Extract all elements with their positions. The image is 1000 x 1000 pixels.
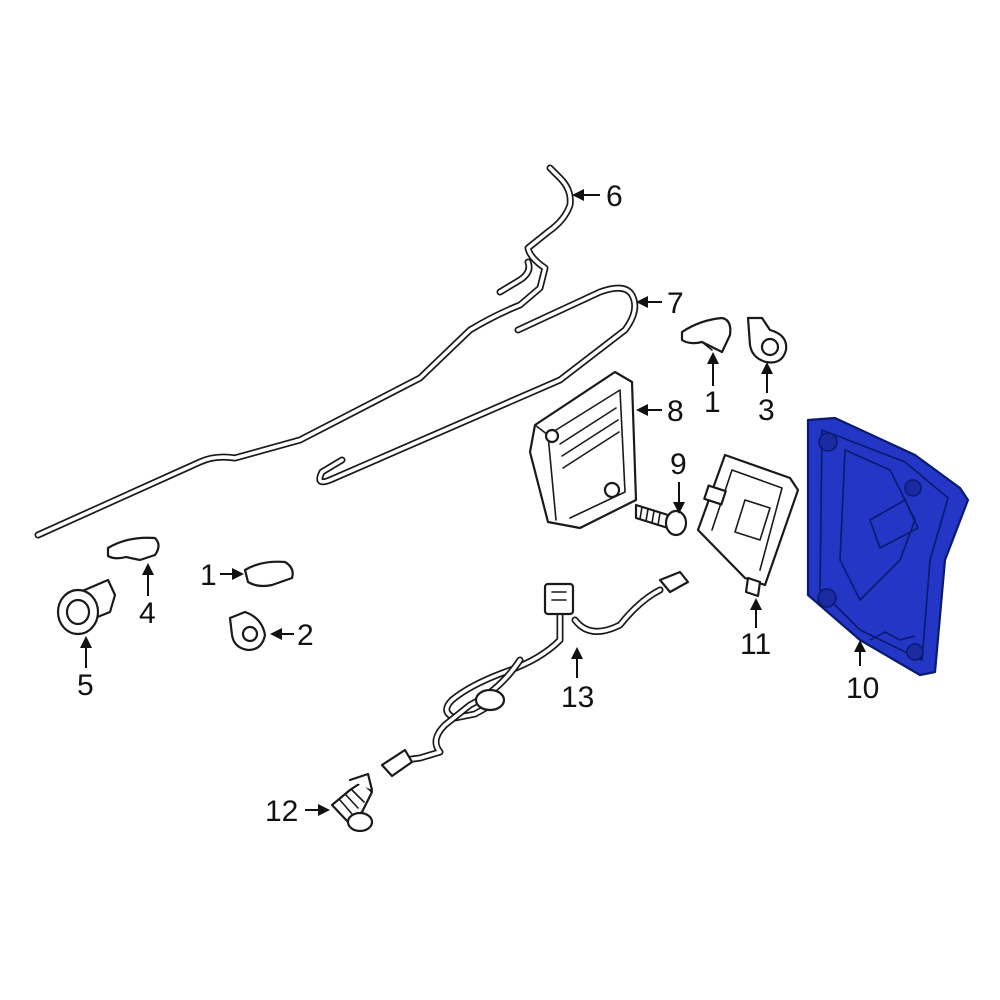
part-12-camera[interactable]: [330, 772, 374, 833]
callout-7: 7: [636, 287, 684, 320]
svg-text:13: 13: [561, 681, 594, 714]
part-8-control-module[interactable]: [528, 370, 638, 530]
callout-3: 3: [758, 362, 775, 427]
part-4-bracket[interactable]: [106, 536, 160, 562]
svg-text:11: 11: [740, 628, 771, 661]
part-11-bracket[interactable]: [696, 453, 800, 598]
svg-text:12: 12: [265, 795, 298, 828]
callout-10: 10: [846, 640, 879, 705]
callout-12: 12: [265, 795, 330, 828]
part-2-retainer[interactable]: [228, 610, 267, 652]
svg-text:3: 3: [758, 394, 775, 427]
svg-text:2: 2: [297, 619, 314, 652]
part-5-sensor[interactable]: [56, 578, 117, 636]
callout-1-upper: 1: [704, 352, 721, 419]
svg-text:5: 5: [77, 669, 94, 702]
svg-text:7: 7: [667, 287, 684, 320]
svg-text:4: 4: [139, 597, 156, 630]
part-1-bracket-upper[interactable]: [680, 316, 732, 354]
part-7-harness[interactable]: [316, 284, 639, 486]
callout-9: 9: [670, 448, 687, 514]
svg-text:9: 9: [670, 448, 687, 481]
callout-1-lower: 1: [200, 559, 244, 592]
callout-2: 2: [270, 619, 314, 652]
svg-text:8: 8: [667, 395, 684, 428]
svg-text:1: 1: [704, 386, 721, 419]
callout-13: 13: [561, 647, 594, 714]
part-3-retainer[interactable]: [746, 316, 788, 364]
callout-6: 6: [572, 180, 623, 213]
part-13-camera-harness[interactable]: [380, 570, 690, 778]
part-6-harness[interactable]: [34, 164, 574, 539]
callout-4: 4: [139, 563, 156, 630]
svg-text:10: 10: [846, 672, 879, 705]
svg-text:6: 6: [606, 180, 623, 213]
callout-11: 11: [740, 598, 771, 661]
part-10-cover-panel[interactable]: [806, 416, 970, 677]
callout-8: 8: [636, 395, 684, 428]
part-9-bolt[interactable]: [634, 503, 688, 537]
part-1-bracket-lower[interactable]: [243, 560, 294, 588]
callout-5: 5: [77, 636, 94, 702]
svg-text:1: 1: [200, 559, 217, 592]
